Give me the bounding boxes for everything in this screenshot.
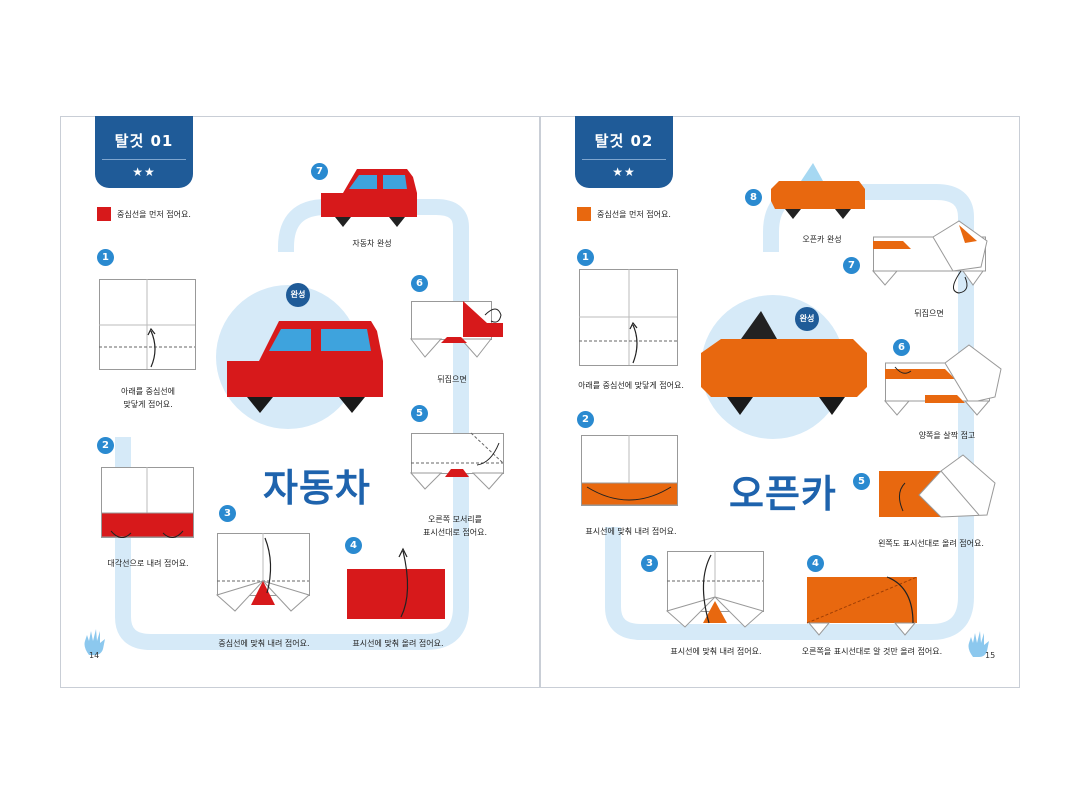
paper-color-swatch	[97, 207, 111, 221]
step-number: 1	[577, 249, 594, 266]
hand-icon	[84, 629, 105, 655]
difficulty-stars: ★★	[132, 165, 156, 179]
step-number: 7	[311, 163, 328, 180]
step-2-diagram	[581, 435, 678, 506]
step-4-diagram	[806, 576, 918, 636]
step-2-caption: 표시선에 맞춰 내려 접어요.	[585, 527, 677, 536]
step-6-diagram	[883, 344, 1002, 416]
step-number: 5	[411, 405, 428, 422]
right-page: 탈것 02 ★★ 중심선을 먼저 접어요. 1 아래를 중심선에 맞닿게 접어요…	[540, 116, 1020, 688]
step-7-caption: 뒤집으면	[914, 309, 944, 318]
step-3-diagram	[216, 533, 310, 612]
hand-icon	[968, 631, 989, 657]
completed-badge: 완성	[286, 283, 310, 307]
step-1-caption: 아래를 중심선에 맞닿게 접어요.	[578, 381, 684, 390]
step-8-caption: 오픈카 완성	[802, 235, 842, 244]
page-number: 15	[985, 651, 996, 660]
step-number: 1	[97, 249, 114, 266]
completed-badge: 완성	[795, 307, 819, 331]
category-tab: 탈것 01 ★★	[95, 116, 193, 188]
step-number: 4	[345, 537, 362, 554]
step-number: 2	[97, 437, 114, 454]
step-6-caption: 양쪽을 살짝 접고	[918, 431, 976, 440]
step-5-caption: 왼쪽도 표시선대로 올려 접어요.	[878, 539, 984, 548]
legend: 중심선을 먼저 접어요.	[97, 207, 191, 221]
step-number: 8	[745, 189, 762, 206]
legend: 중심선을 먼저 접어요.	[577, 207, 671, 221]
step-3-diagram	[665, 551, 765, 628]
category-tab: 탈것 02 ★★	[575, 116, 673, 188]
step-7-diagram	[871, 220, 988, 294]
paper-color-swatch	[577, 207, 591, 221]
step-number: 3	[219, 505, 236, 522]
step-number: 2	[577, 411, 594, 428]
step-3-caption: 중심선에 맞춰 내려 접어요.	[218, 639, 310, 648]
step-2-diagram	[101, 467, 194, 538]
step-number: 3	[641, 555, 658, 572]
step-number: 6	[893, 339, 910, 356]
step-6-diagram	[409, 301, 503, 358]
step-number: 5	[853, 473, 870, 490]
step-7-car	[321, 169, 417, 227]
completed-car-illustration	[227, 321, 383, 413]
page-number: 14	[89, 651, 100, 660]
step-2-caption: 대각선으로 내려 접어요.	[107, 559, 189, 568]
completed-opencar-illustration	[701, 311, 867, 415]
step-number: 4	[807, 555, 824, 572]
step-1-diagram	[579, 269, 678, 366]
step-3-caption: 표시선에 맞춰 내려 접어요.	[670, 647, 762, 656]
step-4-diagram	[347, 547, 445, 619]
step-7-caption: 자동차 완성	[352, 239, 392, 248]
tab-divider	[582, 159, 666, 160]
step-8-opencar	[771, 163, 865, 219]
step-4-caption: 오른쪽을 표시선대로 알 것만 올려 접어요.	[801, 647, 943, 656]
step-5-diagram	[879, 454, 996, 518]
tab-title: 탈것 02	[594, 132, 654, 150]
legend-text: 중심선을 먼저 접어요.	[117, 209, 191, 219]
craft-title: 자동차	[263, 466, 371, 510]
step-number: 6	[411, 275, 428, 292]
step-6-caption: 뒤집으면	[437, 375, 467, 384]
step-5-diagram	[409, 432, 505, 490]
step-number: 7	[843, 257, 860, 274]
legend-text: 중심선을 먼저 접어요.	[597, 209, 671, 219]
step-4-caption: 표시선에 맞춰 올려 접어요.	[352, 639, 444, 648]
difficulty-stars: ★★	[612, 165, 636, 179]
step-1-diagram	[99, 279, 196, 370]
tab-divider	[102, 159, 186, 160]
craft-title: 오픈카	[729, 472, 837, 516]
tab-title: 탈것 01	[114, 132, 174, 150]
